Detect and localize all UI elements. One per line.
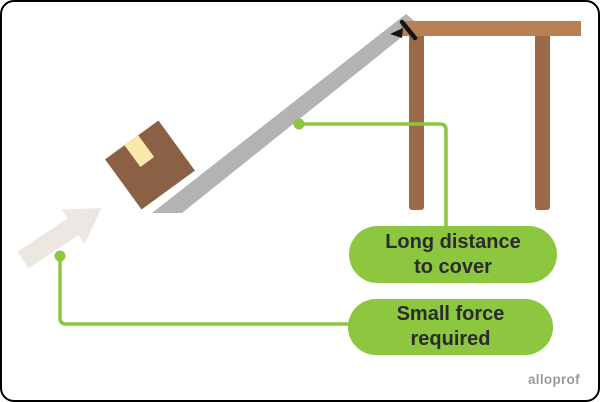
ramp-top-marker-icon [390, 19, 418, 41]
ramp [152, 14, 418, 213]
callout-small-force-line1: Small force [396, 303, 505, 325]
alloprof-logo: alloprof [528, 372, 580, 387]
table-top [401, 21, 581, 36]
leader-line-small-force [54, 250, 350, 326]
leader-line-long-distance [293, 118, 448, 228]
table-leg-right [535, 32, 550, 210]
callout-small-force: Small force required [348, 299, 553, 355]
table-leg-left [409, 32, 424, 210]
box-tape [124, 135, 155, 168]
callout-small-force-line2: required [410, 328, 491, 350]
callout-long-distance-line1: Long distance [385, 230, 521, 253]
push-force-arrow-icon [17, 208, 102, 269]
callout-long-distance: Long distance to cover [349, 226, 557, 283]
leader-dot-ramp [293, 118, 305, 130]
box-on-ramp [105, 120, 195, 210]
box [105, 120, 195, 210]
callout-long-distance-line2: to cover [414, 255, 492, 278]
table [401, 21, 581, 210]
leader-dot-arrow [54, 250, 66, 262]
